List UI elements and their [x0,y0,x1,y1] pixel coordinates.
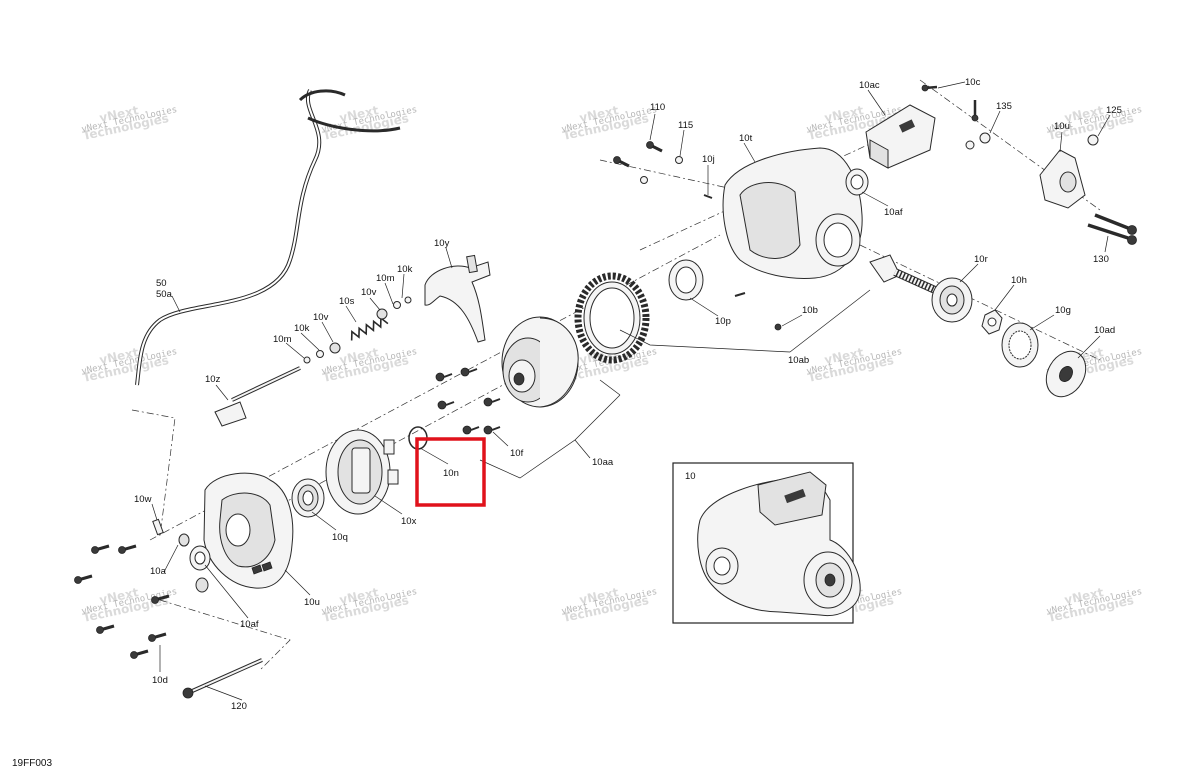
drawing-code: 19FF003 [12,758,52,769]
callout-10x: 10x [401,516,417,527]
vent-hose-50-inner [136,89,321,386]
bolts-10d [74,544,170,659]
housing-10u-left [203,472,294,589]
callout-10f: 10f [510,448,524,459]
watermark: vNext Technologies vNext Technologies [81,345,178,385]
callout-50a: 50a [156,289,173,300]
callout-10z: 10z [205,374,221,385]
pinion-10r [869,254,973,323]
callout-10y: 10y [434,238,450,249]
callout-135: 135 [996,101,1012,112]
housing-10t-right [722,147,863,279]
callout-10n: 10n [443,468,459,479]
bolts-10f [435,367,501,435]
watermark: vNext Technologies vNext Technologies [321,585,418,625]
callout-10u-right: 10u [1054,121,1070,132]
shift-shaft-10z [214,366,301,427]
seal-10af-right [845,168,869,196]
watermark: vNext Technologies vNext Technologies [321,103,418,143]
callout-10q: 10q [332,532,348,543]
callout-10k: 10k [397,264,413,275]
callout-10h: 10h [1011,275,1027,286]
vent-hose-50 [135,89,322,386]
callout-115: 115 [678,120,693,131]
callout-10p: 10p [715,316,731,327]
callout-10v: 10v [313,312,329,323]
assembly-drawing [697,471,861,617]
spring-10s [350,316,389,341]
differential-10aa [501,316,579,408]
callout-10r: 10r [974,254,988,265]
callout-10af: 10af [240,619,259,630]
callout-10d: 10d [152,675,168,686]
inset-label: 10 [685,471,696,482]
callout-125: 125 [1106,105,1122,116]
callout-120: 120 [231,701,247,712]
watermark: vNext Technologies vNext Technologies [806,345,903,385]
watermark: vNext Technologies vNext Technologies [1046,585,1143,625]
callout-10k: 10k [294,323,310,334]
callout-10af-right: 10af [884,207,903,218]
callout-50: 50 [156,278,167,289]
cover-10x [325,429,399,515]
callout-10w: 10w [134,494,152,505]
ring-gear-10ab [574,272,650,364]
seals-left [152,518,211,593]
bearing-10q [291,478,325,518]
callout-10t: 10t [739,133,753,144]
callout-10s: 10s [339,296,355,307]
callout-10ab: 10ab [788,355,809,366]
callout-110: 110 [650,102,665,113]
bolts-upper [613,141,782,331]
seal-10p [668,259,704,301]
callout-10ad: 10ad [1094,325,1115,336]
callout-10c: 10c [965,77,981,88]
leader-lines [151,81,1111,701]
callout-10aa: 10aa [592,457,614,468]
callout-10ac: 10ac [859,80,880,91]
highlight-box [415,437,486,507]
bracket-10u-right [1039,149,1086,209]
disc-10ad [1045,350,1087,398]
callout-10v: 10v [361,287,377,298]
actuator-10ac [865,104,936,169]
long-bolt-120 [182,658,263,699]
watermark: vNext Technologies vNext Technologies [561,103,658,143]
callout-10m: 10m [376,273,395,284]
watermark: vNext Technologies vNext Technologies [81,103,178,143]
callout-10m: 10m [273,334,292,345]
watermark: vNext Technologies vNext Technologies [561,585,658,625]
callout-10b: 10b [802,305,818,316]
callout-10j: 10j [702,154,715,165]
coupler-10g [1001,322,1039,368]
callout-10g: 10g [1055,305,1071,316]
bolts-130 [1087,213,1137,245]
callout-10u: 10u [304,597,320,608]
callout-10a: 10a [150,566,167,577]
assembly-inset: 10 [672,462,861,624]
bolts-right [921,84,1099,150]
washers-small [303,296,412,364]
callout-labels: 50 50a 10y 10k 10m 10v 10s 10v 10k 10m 1… [134,77,1122,712]
callout-130: 130 [1093,254,1109,265]
nut-10h [981,309,1003,335]
shift-fork-10y [424,254,491,343]
vent-hose-branch [298,89,401,133]
